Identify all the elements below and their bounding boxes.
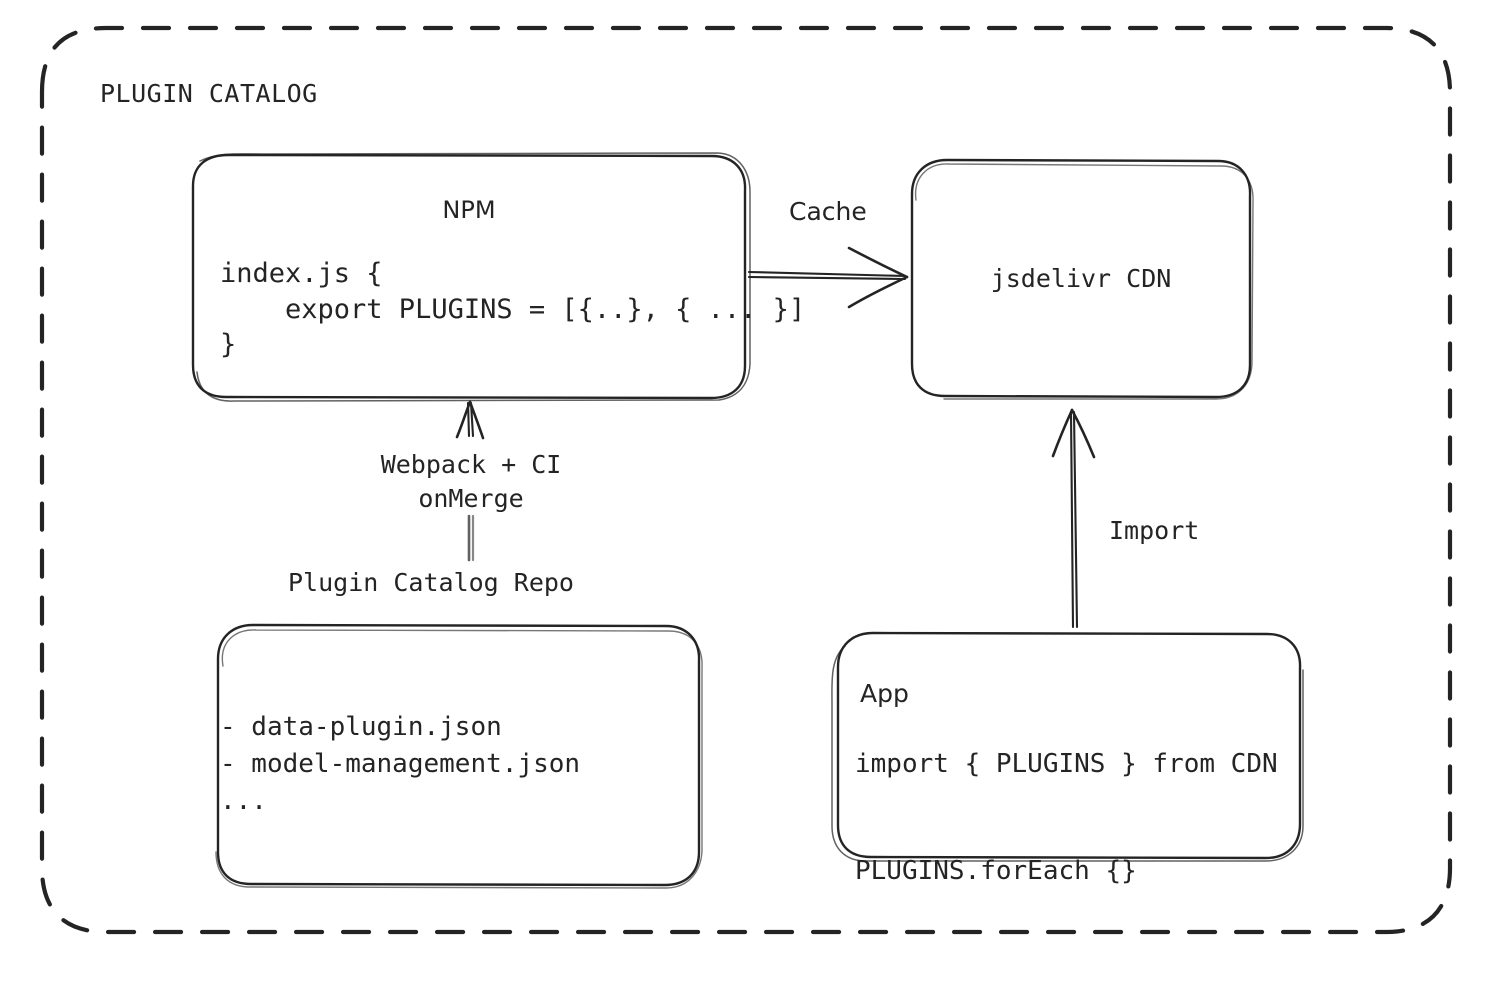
cdn-node-title: jsdelivr CDN <box>990 264 1172 293</box>
import-arrow-shaft-b <box>1072 410 1079 629</box>
import-arrow-shaft-a <box>1069 410 1075 629</box>
import-edge-label: Import <box>1109 516 1200 545</box>
pipeline-edge-label: Webpack + CI onMerge <box>380 450 562 513</box>
pipeline-arrow-head-right <box>468 400 485 440</box>
app-node-code: import { PLUGINS } from CDN PLUGINS.forE… <box>855 749 1278 886</box>
import-arrow-head-left <box>1051 408 1074 458</box>
pipeline-arrow-shaft-b <box>469 401 475 438</box>
group-title: PLUGIN CATALOG <box>100 79 318 108</box>
pipeline-arrow-head-left <box>455 400 472 439</box>
repo-node-file-list: - data-plugin.json - model-management.js… <box>220 712 581 816</box>
cache-arrow-head-lower <box>847 275 909 309</box>
npm-node-code: index.js { export PLUGINS = [{..}, { ...… <box>220 258 806 361</box>
npm-node-title: NPM <box>442 196 496 224</box>
repo-node-title: Plugin Catalog Repo <box>288 568 574 597</box>
pipeline-arrow-shaft-a <box>466 401 471 438</box>
import-arrow-head-right <box>1070 408 1096 459</box>
cache-edge-label: Cache <box>789 197 867 226</box>
app-node-title: App <box>860 679 909 708</box>
cache-arrow-head-upper <box>847 246 909 279</box>
